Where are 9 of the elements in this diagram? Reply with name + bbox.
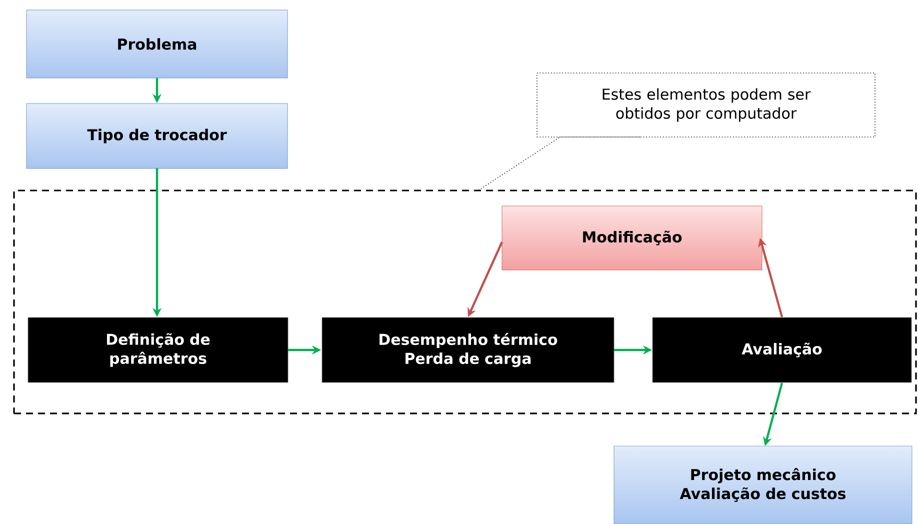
process-box: Desempenho térmico Perda de carga (322, 317, 614, 383)
process-box: Avaliação (652, 317, 912, 383)
process-box: Definição de parâmetros (28, 317, 288, 383)
process-box: Projeto mecânico Avaliação de custos (614, 446, 912, 524)
leader-line (478, 136, 640, 192)
callout-box: Estes elementos podem ser obtidos por computador (536, 72, 876, 138)
process-box: Tipo de trocador (26, 103, 288, 169)
process-box: Problema (26, 10, 288, 78)
process-box: Modificação (502, 206, 762, 270)
